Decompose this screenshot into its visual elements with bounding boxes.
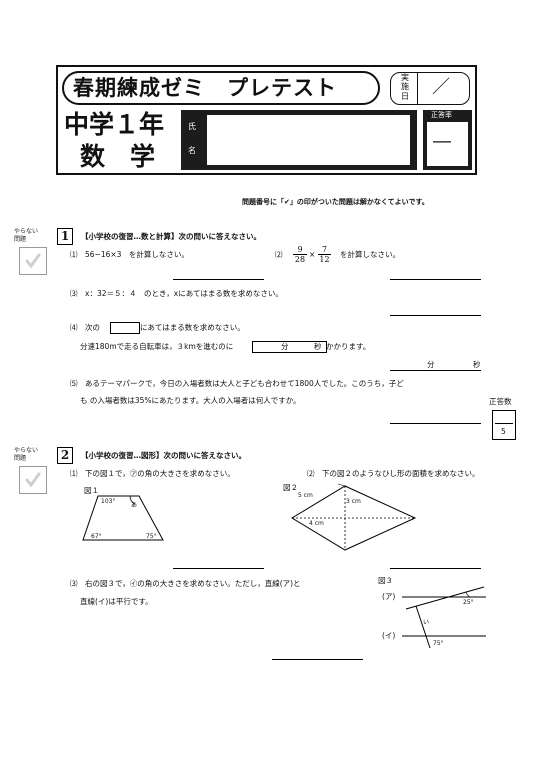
- rate-value: ―: [433, 131, 451, 152]
- score-value-q1: 5: [501, 427, 506, 436]
- score-box-q1-divider: [495, 423, 513, 424]
- date-label-2: 施: [401, 82, 409, 91]
- fig3-angle-25: 25°: [463, 599, 474, 606]
- fig3-line-i-label: (イ): [382, 631, 396, 640]
- q1-p4-inline-box: [110, 322, 140, 334]
- q2-p3-answer-line[interactable]: [272, 659, 363, 660]
- q1-p2-times: ×: [309, 250, 316, 259]
- q1-p4-line2-pre: 分速180mで走る自転車は，３kmを進むのに: [80, 342, 234, 351]
- name-field[interactable]: [207, 115, 410, 165]
- grade-title: 中学１年: [64, 110, 165, 139]
- skip-label-q1b: 問題: [14, 236, 27, 243]
- q1-p1-answer-line[interactable]: [173, 279, 264, 280]
- q1-p5-line2: も の入場者数は35%にあたります。大人の入場者は何人ですか。: [80, 396, 301, 405]
- name-label-1: 氏: [188, 122, 196, 131]
- q1-p2-text: を計算しなさい。: [340, 250, 400, 259]
- q2-p2-answer-line[interactable]: [390, 568, 481, 569]
- skip-label-q2a: やらない: [14, 447, 39, 454]
- fig2-label: 図２: [283, 483, 298, 492]
- fig1-angle-67: 67°: [91, 533, 102, 540]
- q1-p2-frac1: 9 28: [293, 245, 307, 264]
- skip-label-q2b: 問題: [14, 455, 27, 462]
- q1-p4-box-min: 分: [281, 342, 289, 351]
- q1-p2-answer-line[interactable]: [390, 279, 481, 280]
- q1-p5-answer-line[interactable]: [390, 423, 481, 424]
- rate-field[interactable]: [427, 122, 468, 166]
- skip-checkbox-q1[interactable]: [19, 247, 47, 275]
- fig3-label: 図３: [378, 576, 393, 585]
- header-frame: [56, 65, 477, 175]
- q1-p2-frac1-den: 28: [294, 255, 306, 264]
- q1-p4-answer-line[interactable]: [390, 370, 481, 371]
- q1-p3: ⑶ x：32＝５：４ のとき，xにあてはまる数を求めなさい。: [70, 289, 283, 298]
- fig3-parallel-lines: [402, 586, 486, 649]
- q2-p1-answer-line[interactable]: [173, 568, 264, 569]
- checkmark-icon: [25, 472, 41, 488]
- fig1-trapezoid: [82, 495, 164, 541]
- fig3-angle-i: い: [423, 619, 430, 626]
- fig2-rhombus: [291, 483, 417, 551]
- q1-p4-ans-sec: 秒: [473, 360, 481, 369]
- q1-p4-line2-post: かかります。: [326, 342, 371, 351]
- q1-p2-frac1-num: 9: [293, 245, 307, 255]
- series-title: 春期練成ゼミ プレテスト: [73, 76, 337, 100]
- fig2-length-5cm: 5 cm: [298, 492, 313, 499]
- q1-p2-label: ⑵: [275, 250, 283, 259]
- fig1-label: 図１: [84, 486, 99, 495]
- q2-p2: ⑵ 下の図２のようなひし形の面積を求めなさい。: [307, 469, 480, 478]
- q1-p4-pre: ⑷ 次の: [70, 323, 100, 332]
- q1-p4-post: にあてはまる数を求めなさい。: [140, 323, 245, 332]
- q2-p1: ⑴ 下の図１で，㋐の角の大きさを求めなさい。: [70, 469, 235, 478]
- q1-p2-frac2-den: 12: [319, 255, 330, 264]
- series-title-box: [62, 71, 380, 105]
- question-number-2: 2: [57, 447, 73, 464]
- date-label-1: 実: [401, 73, 409, 82]
- fig1-angle-103: 103°: [101, 498, 116, 505]
- score-box-q1[interactable]: [492, 410, 516, 440]
- q1-p5-line1: ⑸ あるテーマパークで，今日の入場者数は大人と子ども合わせて1800人でした。こ…: [70, 379, 404, 388]
- q1-p3-answer-line[interactable]: [390, 315, 481, 316]
- fig3-angle-75: 75°: [433, 640, 444, 647]
- rate-label: 正答率: [431, 111, 452, 119]
- notice-text: 問題番号に「✔」の印がついた問題は解かなくてよいです。: [242, 198, 429, 206]
- q2-p3-line2: 直線(イ)は平行です。: [80, 597, 153, 606]
- q1-p2-frac2: 7 12: [318, 245, 331, 264]
- skip-checkbox-q2[interactable]: [19, 466, 47, 494]
- q1-p4-time-box: [252, 341, 327, 353]
- fig1-angle-a: あ: [131, 502, 138, 509]
- q1-title: 【小学校の復習…数と計算】次の問いに答えなさい。: [81, 232, 261, 241]
- question-number-1: 1: [57, 228, 73, 245]
- q1-p4-box-sec: 秒: [314, 342, 322, 351]
- fig1-angle-75: 75°: [146, 533, 157, 540]
- fig3-line-a-label: (ア): [382, 592, 396, 601]
- fig2-length-3cm: 3 cm: [346, 498, 361, 505]
- fig2-length-4cm: 4 cm: [309, 520, 324, 527]
- date-label-3: 日: [401, 92, 409, 101]
- date-slash: ／: [432, 77, 450, 98]
- subject-title: 数 学: [80, 142, 156, 171]
- q1-p2-frac2-num: 7: [318, 245, 331, 255]
- q2-title: 【小学校の復習…図形】次の問いに答えなさい。: [81, 451, 246, 460]
- name-label-2: 名: [188, 146, 196, 155]
- checkmark-icon: [25, 253, 41, 269]
- date-label-divider: [417, 73, 418, 104]
- skip-label-q1a: やらない: [14, 228, 39, 235]
- score-label-q1: 正答数: [489, 397, 512, 406]
- q1-p1: ⑴ 56−16×3 を計算しなさい。: [70, 250, 189, 259]
- q2-p3-line1: ⑶ 右の図３で，㋑の角の大きさを求めなさい。ただし，直線(ア)と: [70, 579, 301, 588]
- date-box: [390, 72, 470, 105]
- q1-p4-ans-min: 分: [427, 360, 435, 369]
